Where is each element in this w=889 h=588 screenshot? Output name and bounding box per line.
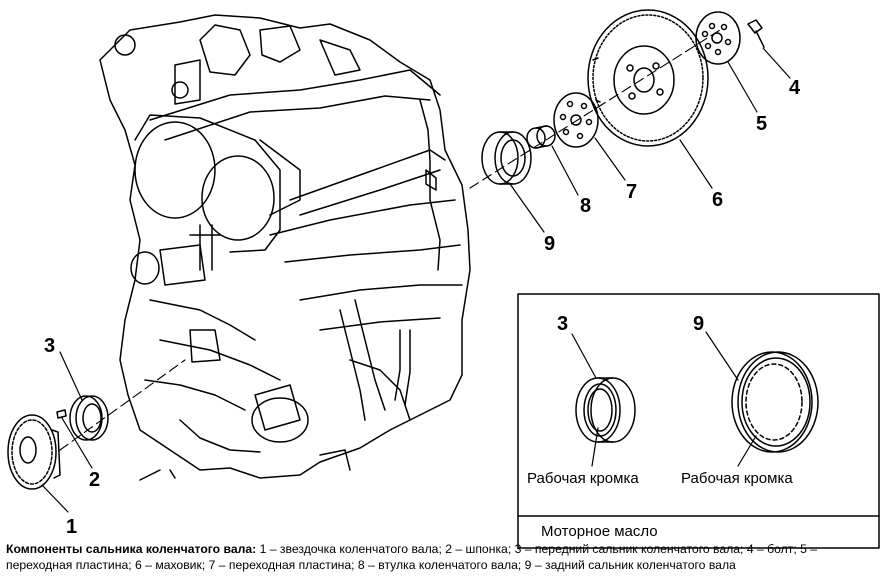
sealing-lip-label-left: Рабочая кромка bbox=[527, 470, 639, 487]
inset-callout-3: 3 bbox=[557, 313, 568, 335]
flywheel bbox=[587, 9, 709, 147]
inset-leader-lines bbox=[571, 331, 757, 467]
inset-front-seal bbox=[575, 377, 636, 443]
front-oil-seal bbox=[69, 395, 109, 441]
leader-lines bbox=[41, 47, 791, 513]
callout-9: 9 bbox=[544, 233, 555, 255]
sealing-lip-label-right: Рабочая кромка bbox=[681, 470, 793, 487]
crankshaft-bushing bbox=[526, 125, 556, 149]
timing-covers bbox=[134, 114, 281, 253]
inset-rear-seal bbox=[731, 351, 819, 453]
caption-text: 1 – звездочка коленчатого вала; 2 – шпон… bbox=[6, 542, 818, 572]
flywheel-bolt bbox=[747, 19, 765, 48]
callout-4: 4 bbox=[789, 77, 801, 99]
inset-box bbox=[517, 293, 880, 549]
callout-1: 1 bbox=[66, 516, 77, 538]
engine-block bbox=[99, 14, 471, 481]
callout-2: 2 bbox=[89, 469, 100, 491]
callout-6: 6 bbox=[712, 189, 723, 211]
callout-7: 7 bbox=[626, 181, 637, 203]
caption-title: Компоненты сальника коленчатого вала: bbox=[6, 542, 257, 556]
adapter-plate-front bbox=[553, 92, 599, 148]
crankshaft-axis-lines bbox=[59, 29, 721, 451]
rear-oil-seal bbox=[481, 131, 532, 185]
crankshaft-sprocket bbox=[7, 414, 61, 490]
adapter-plate-rear bbox=[695, 11, 741, 65]
engine-oil-label: Моторное масло bbox=[541, 523, 658, 540]
callout-labels: 1 2 3 4 5 6 7 8 9 3 9 Рабочая кромка Раб… bbox=[44, 77, 801, 540]
key bbox=[56, 409, 67, 419]
callout-8: 8 bbox=[580, 195, 591, 217]
callout-5: 5 bbox=[756, 113, 767, 135]
inset-callout-9: 9 bbox=[693, 313, 704, 335]
callout-3: 3 bbox=[44, 335, 55, 357]
figure-caption: Компоненты сальника коленчатого вала: 1 … bbox=[6, 541, 884, 573]
